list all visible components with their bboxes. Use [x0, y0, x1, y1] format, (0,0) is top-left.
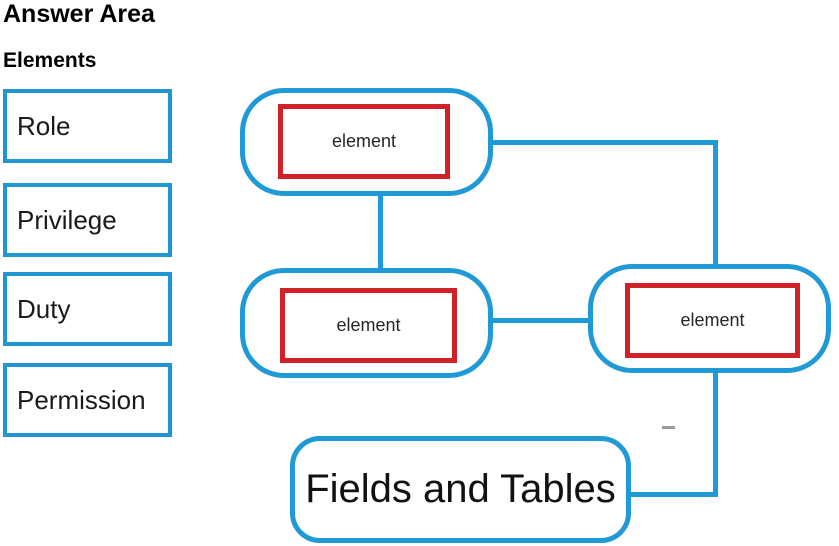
drop-slot-middle-left-label: element: [336, 315, 401, 335]
drop-slot-top[interactable]: element: [278, 104, 450, 179]
option-role-label: Role: [17, 110, 71, 141]
drop-slot-middle-right[interactable]: element: [625, 283, 800, 358]
option-permission[interactable]: Permission: [3, 363, 172, 437]
elements-section-label: Elements: [3, 49, 97, 72]
drop-slot-top-label: element: [331, 131, 397, 151]
option-permission-label: Permission: [17, 384, 146, 415]
option-privilege[interactable]: Privilege: [3, 183, 172, 257]
fields-and-tables-label: Fields and Tables: [305, 467, 616, 511]
connector-top-to-right-horizontal: [493, 140, 718, 145]
connector-middle-right-to-bottom-vertical: [713, 371, 718, 497]
page-title: Answer Area: [3, 0, 155, 28]
connector-middle-left-to-middle-right: [488, 318, 590, 323]
option-role[interactable]: Role: [3, 89, 172, 163]
drop-slot-middle-left[interactable]: element: [280, 288, 457, 363]
stray-dash-mark: [662, 426, 675, 429]
connector-top-to-middle-left: [378, 196, 383, 269]
option-duty-label: Duty: [17, 293, 71, 324]
connector-bottom-horizontal: [631, 492, 718, 497]
drop-slot-middle-right-label: element: [680, 310, 745, 330]
option-privilege-label: Privilege: [17, 204, 117, 235]
option-duty[interactable]: Duty: [3, 272, 172, 346]
connector-top-to-right-vertical: [713, 140, 718, 267]
diagram-node-fields-and-tables: Fields and Tables: [290, 436, 631, 543]
